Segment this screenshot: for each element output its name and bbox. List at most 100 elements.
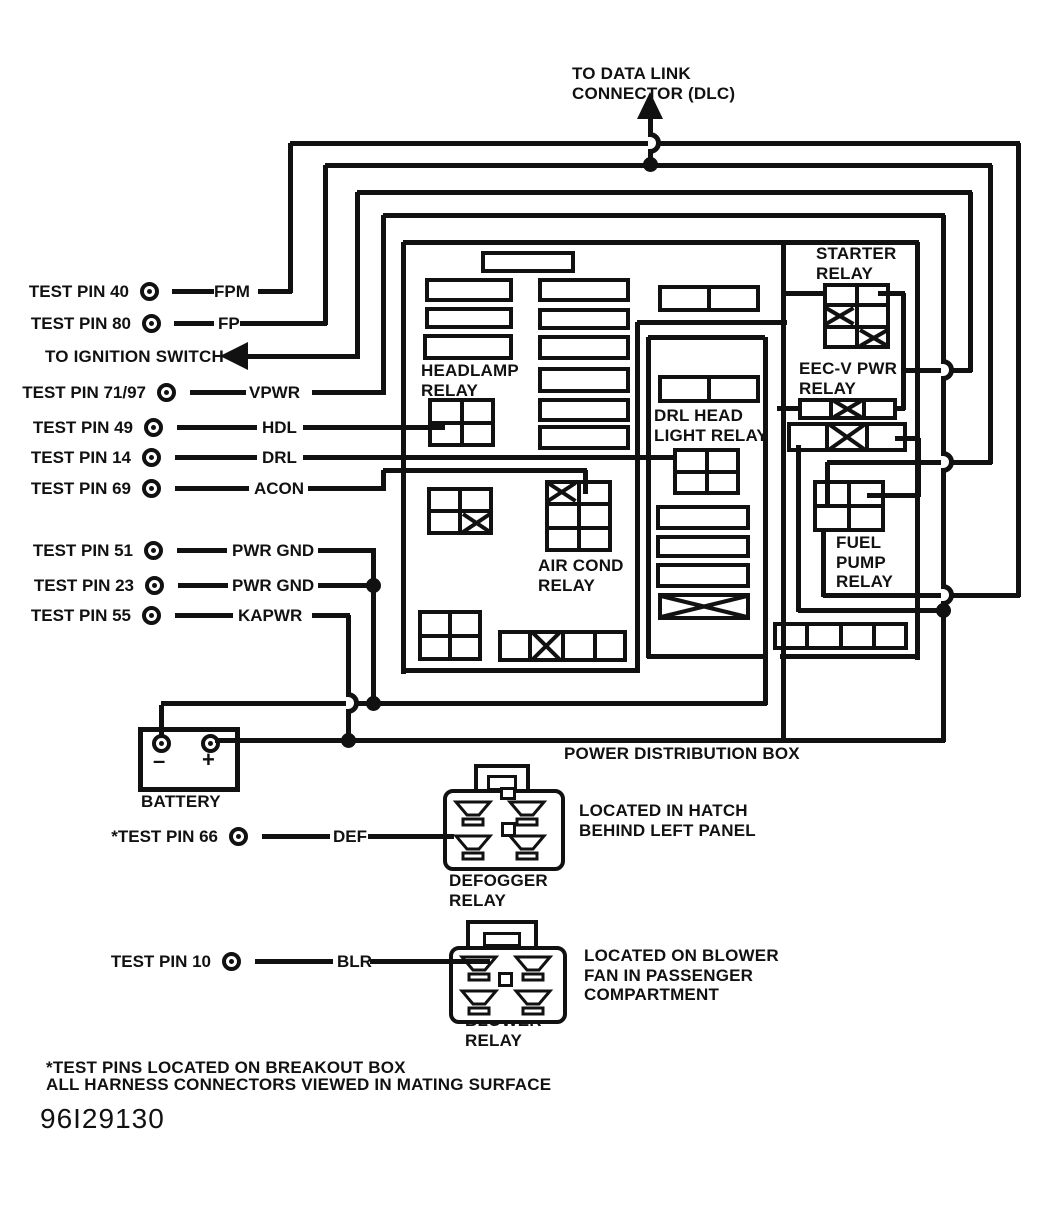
wire-segment — [371, 550, 376, 705]
test-pin-label: TEST PIN 23 — [33, 576, 134, 595]
signal-label: PWR GND — [232, 576, 315, 595]
wire-segment — [916, 438, 921, 497]
wire-segment — [780, 654, 919, 659]
signal-label: DRL — [262, 448, 297, 467]
starter-relay-label: STARTER RELAY — [816, 244, 897, 283]
wire-segment — [240, 321, 327, 326]
junction-dot — [935, 602, 951, 618]
connector-terminal-icon — [512, 989, 554, 1016]
connector-terminal-icon — [506, 800, 548, 827]
footnote-test-pins: *TEST PINS LOCATED ON BREAKOUT BOX — [46, 1058, 406, 1077]
fuse — [425, 278, 513, 302]
test-pin-label: TEST PIN 51 — [32, 541, 133, 560]
wire-segment — [172, 289, 214, 294]
fuse — [538, 278, 630, 302]
dlc-arrow-icon — [637, 92, 663, 119]
test-pin-terminal-icon — [229, 827, 248, 846]
fuse — [538, 308, 630, 330]
wire-hop-icon — [940, 584, 954, 606]
junction-dot — [340, 732, 356, 748]
wire-segment — [174, 321, 214, 326]
signal-label: FP — [218, 314, 240, 333]
wire-segment — [403, 240, 919, 245]
fuse — [423, 334, 513, 360]
test-pin-terminal-icon — [157, 383, 176, 402]
relay-grid-divider — [707, 285, 711, 312]
wire-segment — [178, 583, 228, 588]
drl-relay-label: DRL HEAD LIGHT RELAY — [654, 406, 768, 445]
test-pin-label: *TEST PIN 66 — [111, 827, 218, 846]
wire-segment — [255, 959, 333, 964]
fuse — [538, 335, 630, 360]
fuse — [538, 367, 630, 393]
defogger-relay-label: DEFOGGER RELAY — [449, 871, 548, 910]
wire-segment — [346, 615, 351, 742]
wire-segment — [403, 668, 640, 673]
relay-grid-divider — [576, 480, 581, 552]
wire-segment — [175, 486, 249, 491]
test-pin-terminal-icon — [142, 606, 161, 625]
relay-contact-x-icon — [828, 423, 866, 451]
signal-label: BLR — [337, 952, 372, 971]
wire-segment — [781, 650, 786, 742]
wire-segment — [895, 406, 905, 411]
test-pin-terminal-icon — [144, 418, 163, 437]
fuse — [538, 398, 630, 422]
defogger-location-note: LOCATED IN HATCH BEHIND LEFT PANEL — [579, 801, 756, 840]
wire-segment — [258, 289, 292, 294]
relay-grid-divider — [829, 398, 833, 420]
wire-segment — [381, 470, 386, 490]
wire-segment — [1016, 143, 1021, 597]
wire-segment — [175, 613, 233, 618]
blower-connector-tab-inner — [483, 932, 521, 947]
wire-hop-icon — [647, 132, 661, 154]
wire-segment — [901, 293, 906, 410]
signal-label: KAPWR — [238, 606, 303, 625]
relay-grid-divider — [825, 422, 829, 452]
junction-dot — [365, 577, 381, 593]
relay-contact-x-icon — [824, 306, 855, 326]
test-pin-label: TEST PIN 10 — [110, 952, 211, 971]
wire-segment — [988, 165, 993, 464]
wire-hop-icon — [940, 359, 954, 381]
wire-segment — [878, 291, 905, 296]
test-pin-label: TEST PIN 55 — [30, 606, 131, 625]
relay-grid — [798, 398, 897, 420]
wire-segment — [647, 654, 767, 659]
wire-segment — [175, 455, 257, 460]
test-pin-label: TEST PIN 40 — [28, 282, 129, 301]
wire-segment — [323, 165, 328, 325]
figure-id: 96I29130 — [40, 1103, 165, 1134]
wire-segment — [381, 215, 386, 394]
wire-segment — [190, 390, 246, 395]
relay-grid-divider — [838, 622, 843, 650]
relay-grid-divider — [872, 622, 877, 650]
test-pin-terminal-icon — [142, 479, 161, 498]
signal-label: DEF — [333, 827, 367, 846]
relay-contact-x-icon — [546, 481, 577, 503]
battery-positive-sign: + — [202, 747, 215, 772]
wire-segment — [796, 445, 801, 612]
relay-grid-divider — [813, 504, 885, 508]
defogger-connector-notch — [500, 787, 516, 800]
footnote-connectors: ALL HARNESS CONNECTORS VIEWED IN MATING … — [46, 1075, 552, 1094]
relay-grid-divider — [560, 630, 565, 662]
eecv-relay-label: EEC-V PWR RELAY — [799, 359, 898, 398]
blower-connector-center-key — [498, 972, 513, 987]
relay-grid-divider — [427, 509, 493, 513]
relay-contact-x-icon — [531, 631, 561, 661]
wire-segment — [798, 608, 945, 613]
signal-label: FPM — [214, 282, 250, 301]
wire-segment — [159, 705, 164, 735]
wire-segment — [646, 337, 651, 658]
wire-segment — [823, 593, 1020, 598]
relay-grid-divider — [592, 630, 597, 662]
wire-segment — [895, 436, 920, 441]
wire-segment — [303, 455, 676, 460]
ignition-arrow-icon — [220, 342, 248, 370]
wire-segment — [177, 548, 227, 553]
fuse — [481, 251, 575, 273]
relay-grid-divider — [528, 630, 533, 662]
relay-contact-x-icon — [858, 328, 889, 348]
wire-segment — [867, 493, 920, 498]
